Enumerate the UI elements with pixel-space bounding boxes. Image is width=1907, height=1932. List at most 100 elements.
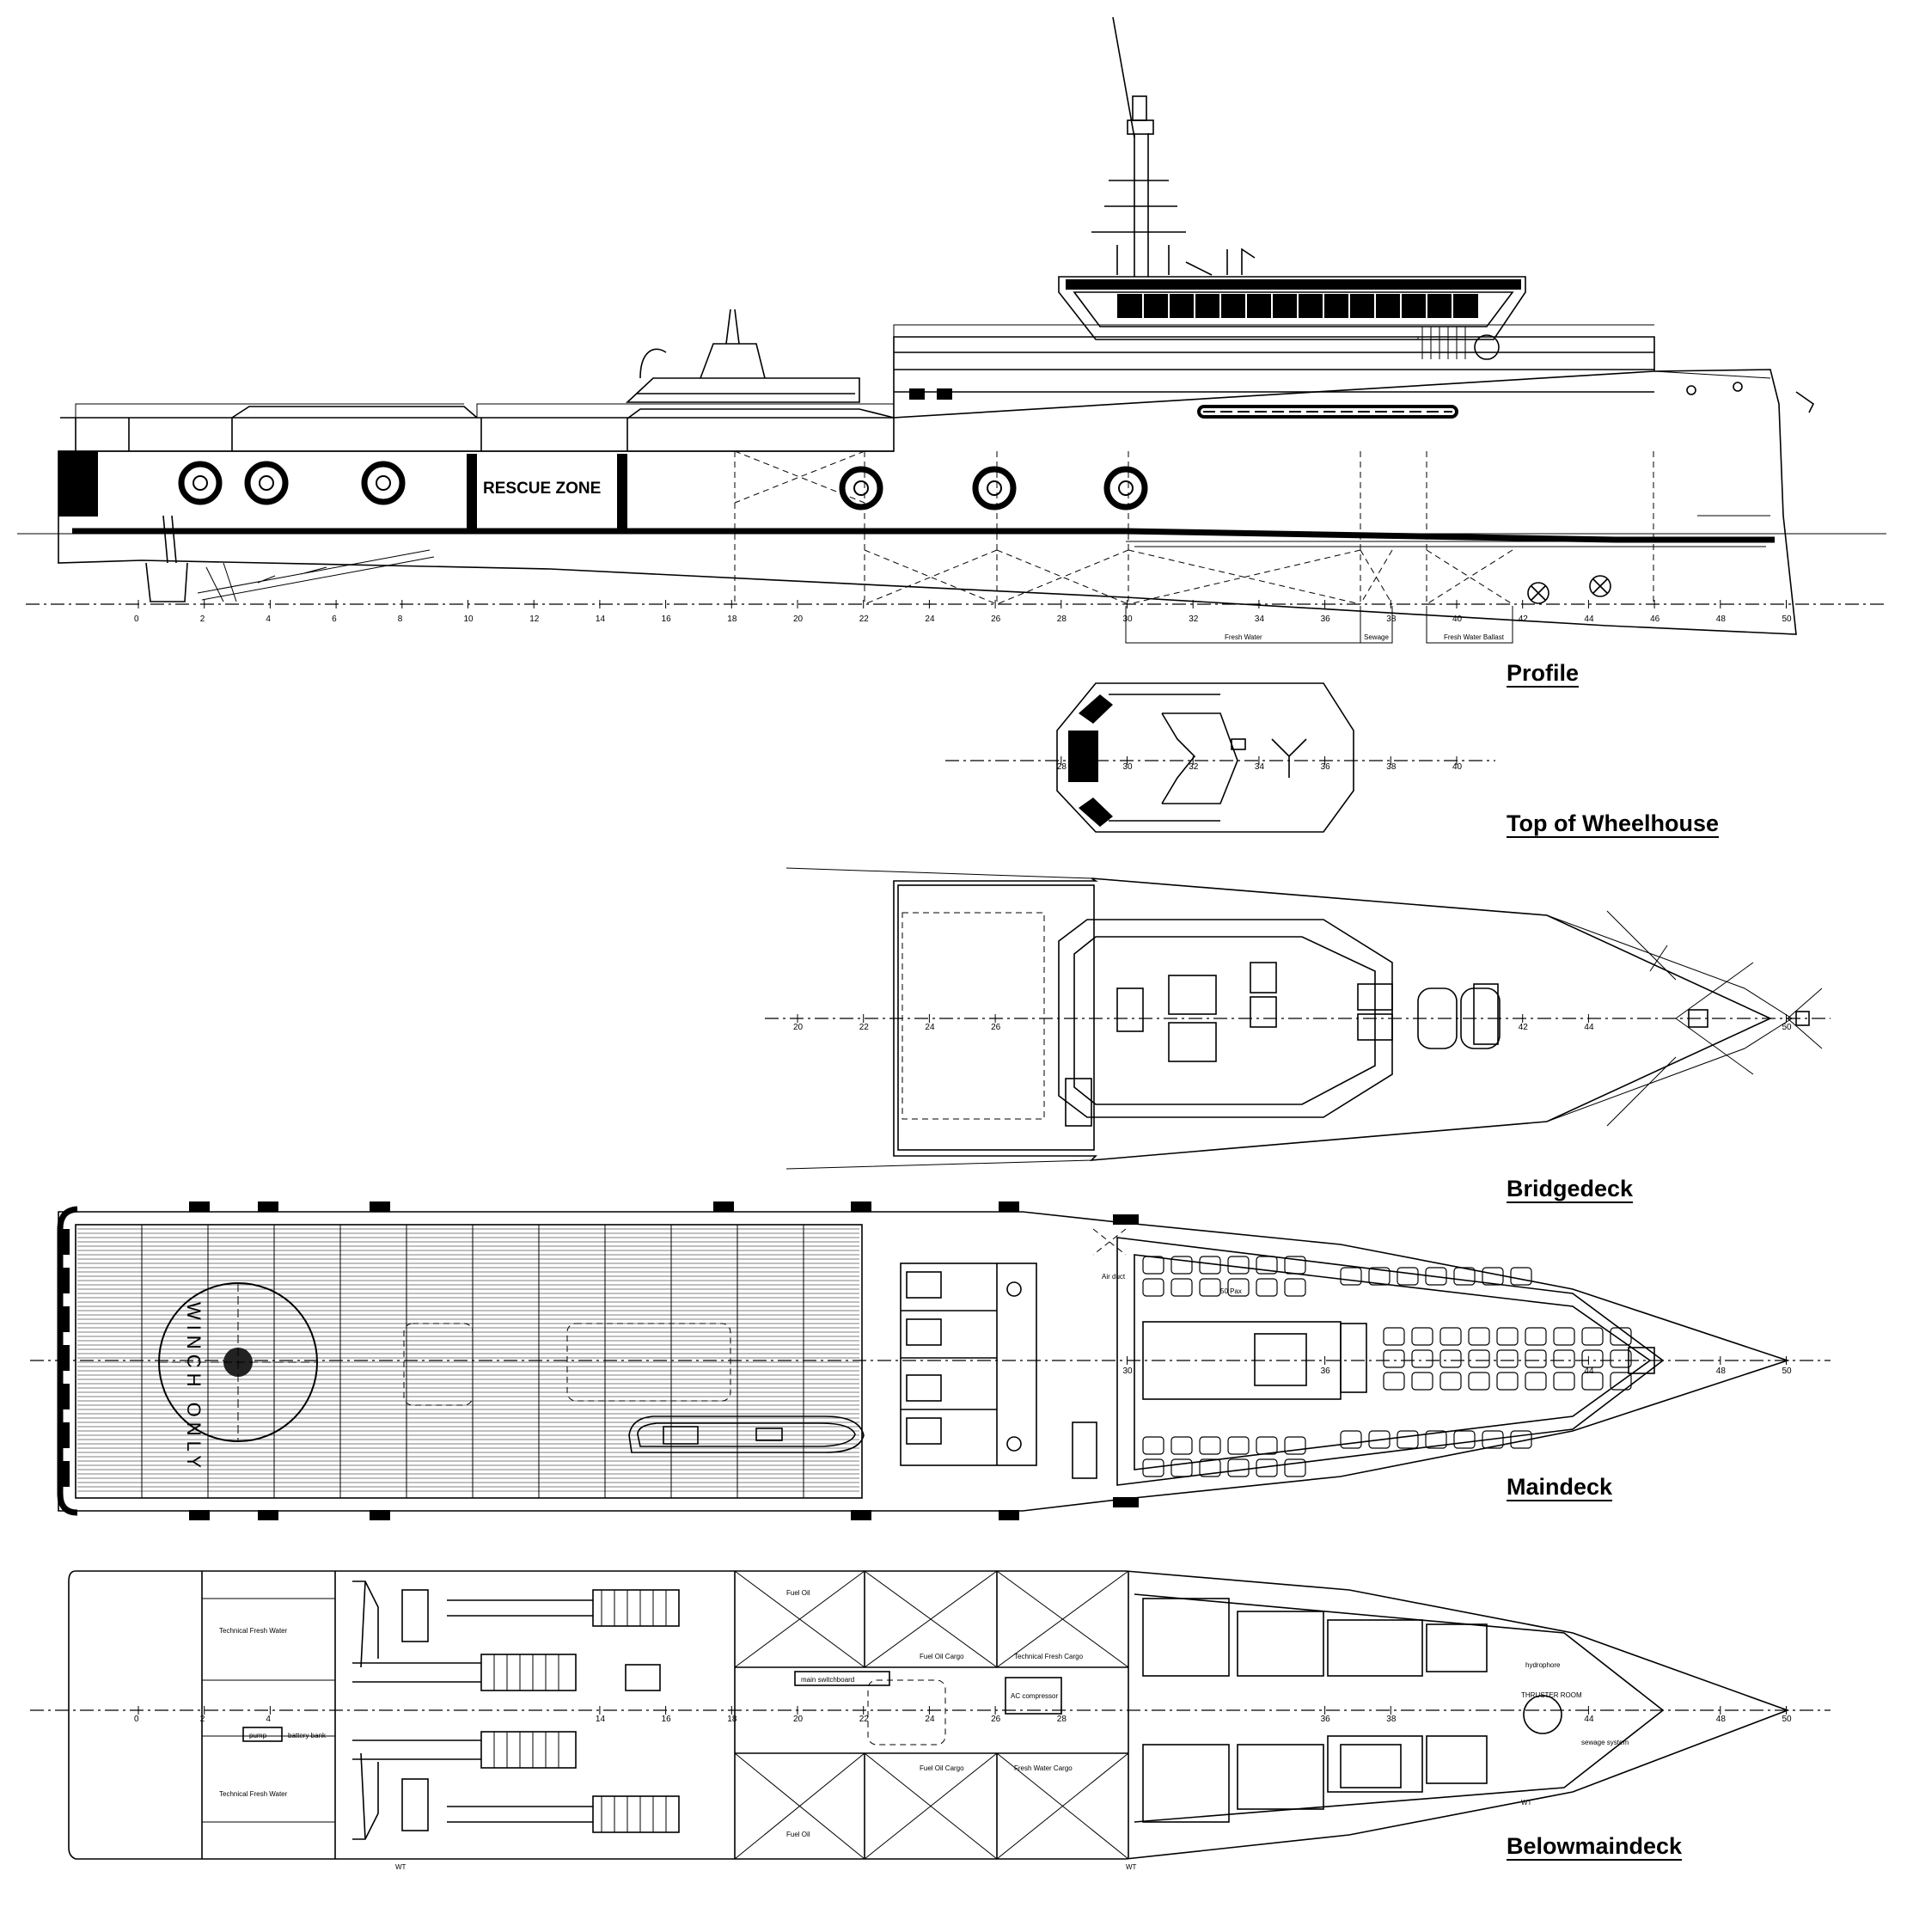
profile-superstructure	[893, 336, 1655, 418]
seat	[1284, 1436, 1306, 1455]
frame-number: 28	[1057, 762, 1067, 772]
seat	[1368, 1430, 1391, 1449]
seat	[1496, 1327, 1519, 1346]
fuel-oil-cargo-label-1: Fuel Oil Cargo	[920, 1653, 964, 1660]
maindeck-view: WINCH ONLY	[30, 1201, 1831, 1520]
profile-daughter-boat	[625, 309, 860, 403]
frame-number: 34	[1255, 614, 1265, 624]
main-switchboard-label: main switchboard	[801, 1676, 854, 1684]
frame-number: 36	[1321, 1715, 1331, 1724]
fuel-oil-cargo-label-2: Fuel Oil Cargo	[920, 1764, 964, 1772]
seat	[1142, 1256, 1164, 1275]
frame-number: 24	[925, 1023, 935, 1032]
frame-number: 50	[1782, 614, 1793, 624]
stern-fender	[58, 451, 98, 517]
frame-number: 22	[859, 1023, 870, 1032]
belowmaindeck-cabins	[1142, 1598, 1488, 1823]
frame-number: 16	[662, 614, 672, 624]
frame-number: 26	[991, 1715, 1001, 1724]
seat	[1397, 1430, 1419, 1449]
frame-number: 24	[925, 614, 935, 624]
seat	[1284, 1256, 1306, 1275]
profile-mast	[1091, 16, 1256, 277]
frame-number: 50	[1782, 1023, 1793, 1032]
seat	[1468, 1327, 1490, 1346]
seat	[1383, 1327, 1405, 1346]
frame-number: 28	[1057, 614, 1067, 624]
bridgedeck-liferafts	[1417, 983, 1501, 1049]
seat	[1553, 1349, 1575, 1368]
seat	[1199, 1436, 1221, 1455]
seat	[1142, 1436, 1164, 1455]
seat	[1227, 1458, 1250, 1477]
seat	[1482, 1267, 1504, 1286]
seat	[1482, 1430, 1504, 1449]
seat	[1170, 1278, 1193, 1297]
fuel-oil-label-2: Fuel Oil	[786, 1831, 810, 1838]
frame-number: 30	[1123, 1366, 1134, 1376]
seat	[1468, 1349, 1490, 1368]
seat	[1525, 1349, 1547, 1368]
seat	[1256, 1278, 1278, 1297]
frame-number: 50	[1782, 1715, 1793, 1724]
fuel-oil-label-1: Fuel Oil	[786, 1589, 810, 1597]
frame-number: 14	[596, 614, 606, 624]
tech-fw-cargo-label: Technical Fresh Cargo	[1014, 1653, 1084, 1660]
seat	[1256, 1256, 1278, 1275]
frame-number: 36	[1321, 762, 1331, 772]
frame-number: 46	[1650, 614, 1660, 624]
top-of-wheelhouse-title: Top of Wheelhouse	[1507, 810, 1719, 836]
seat	[1553, 1372, 1575, 1391]
frame-number: 44	[1584, 1366, 1594, 1376]
seat	[1284, 1458, 1306, 1477]
maindeck-cabins	[900, 1263, 1037, 1466]
seat	[1453, 1267, 1476, 1286]
frame-number: 14	[596, 1715, 606, 1724]
profile-title: Profile	[1507, 660, 1580, 686]
bridgedeck-outline	[893, 877, 1772, 1161]
belowmaindeck-outline	[68, 1570, 1790, 1860]
frame-number: 6	[332, 614, 337, 624]
frame-number: 48	[1716, 1715, 1727, 1724]
winch-only-label: WINCH ONLY	[183, 1302, 205, 1473]
seat	[1368, 1267, 1391, 1286]
frame-number: 40	[1452, 614, 1463, 624]
wt-label-1: WT	[395, 1863, 406, 1871]
frame-number: 44	[1584, 1023, 1594, 1032]
seat	[1525, 1327, 1547, 1346]
seat	[1496, 1372, 1519, 1391]
wt-label-3: WT	[1521, 1799, 1532, 1807]
seat	[1510, 1430, 1532, 1449]
frame-number: 20	[793, 1715, 804, 1724]
frame-number: 44	[1584, 1715, 1594, 1724]
passenger-seats	[1142, 1256, 1632, 1477]
frame-number: 38	[1386, 614, 1397, 624]
seat	[1227, 1278, 1250, 1297]
seat	[1142, 1458, 1164, 1477]
tech-fw-tank-label-1: Technical Fresh Water	[219, 1627, 288, 1635]
frame-number: 44	[1584, 614, 1594, 624]
frame-number: 16	[662, 1715, 672, 1724]
frame-number: 0	[134, 1715, 139, 1724]
fresh-water-tank-label: Fresh Water	[1225, 633, 1262, 641]
profile-hull	[58, 369, 1797, 635]
seat	[1199, 1278, 1221, 1297]
tech-fw-tank-label-2: Technical Fresh Water	[219, 1790, 288, 1798]
sewage-system-label: sewage system	[1581, 1739, 1629, 1746]
seat	[1227, 1436, 1250, 1455]
seat	[1610, 1372, 1632, 1391]
frame-number: 8	[398, 614, 403, 624]
air-duct-label: Air duct	[1102, 1273, 1126, 1281]
frame-number: 2	[200, 614, 205, 624]
seat	[1581, 1327, 1604, 1346]
seat	[1581, 1372, 1604, 1391]
frame-number: 32	[1189, 614, 1199, 624]
seat	[1227, 1256, 1250, 1275]
frame-number: 10	[464, 614, 474, 624]
frame-number: 36	[1321, 614, 1331, 624]
frame-number: 34	[1255, 762, 1265, 772]
pax-label: 50 Pax	[1220, 1287, 1242, 1295]
